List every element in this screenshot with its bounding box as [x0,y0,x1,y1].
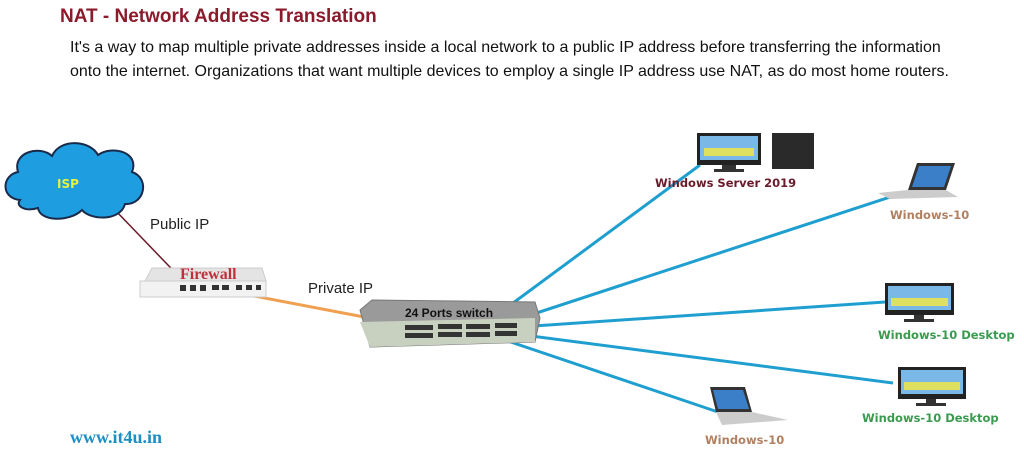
switch-label: 24 Ports switch [405,306,494,320]
switch-icon [359,299,541,348]
device-label-desktop-2: Windows-10 Desktop [862,411,999,425]
switch-links [489,163,894,414]
device-label-desktop-1: Windows-10 Desktop [878,328,1015,342]
device-label-laptop-1: Windows-10 [890,208,970,222]
desktop-monitor-icon [885,283,954,322]
private-ip-label: Private IP [308,280,374,297]
device-label-server: Windows Server 2019 [655,176,797,190]
link-laptop-2 [489,333,719,414]
link-desktop-1 [504,300,886,330]
description: It's a way to map multiple private addre… [70,39,949,80]
device-label-laptop-2: Windows-10 [705,433,785,447]
server-monitor-icon [697,133,761,172]
site-link[interactable]: www.it4u.in [70,427,163,447]
server-tower-icon [772,133,814,169]
laptop-icon [878,163,958,199]
page-title: NAT - Network Address Translation [60,6,377,27]
isp-cloud-icon [4,142,145,220]
link-server [489,163,701,322]
isp-label: ISP [57,177,79,191]
public-ip-label: Public IP [150,216,210,233]
firewall-icon [139,267,267,298]
desktop-monitor-icon [898,367,966,406]
laptop-icon [710,387,788,425]
firewall-label: Firewall [180,266,237,283]
link-desktop-2 [499,330,894,385]
link-laptop-1 [499,195,891,327]
